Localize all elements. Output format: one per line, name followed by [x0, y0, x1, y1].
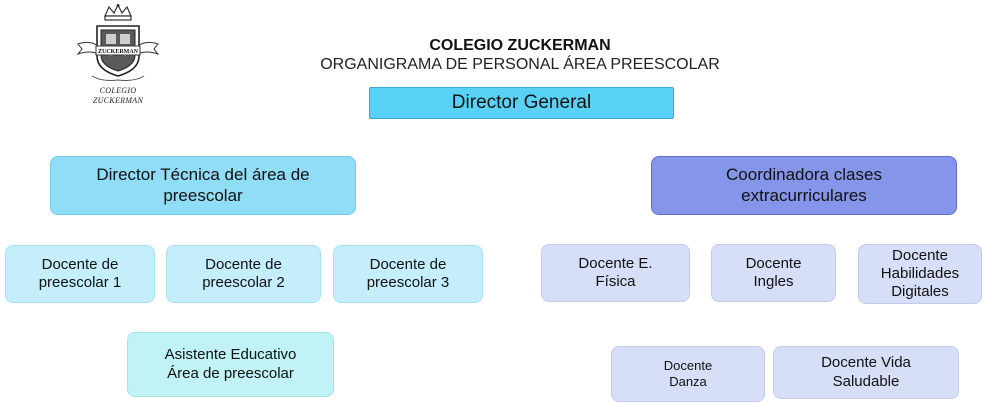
page-title: COLEGIO ZUCKERMAN: [429, 37, 611, 54]
node-coordinadora: Coordinadora clases extracurriculares: [651, 156, 957, 215]
node-director-tecnica-label: Director Técnica del área de preescolar: [96, 164, 310, 205]
node-docente-danza: Docente Danza: [611, 346, 765, 402]
logo-banner-text: ZUCKERMAN: [98, 49, 139, 55]
node-coordinadora-label: Coordinadora clases extracurriculares: [726, 164, 882, 205]
node-docente-preescolar-3-label: Docente de preescolar 3: [366, 255, 450, 291]
node-docente-ed-fisica: Docente E. Física: [541, 244, 690, 302]
node-docente-vida-saludable: Docente Vida Saludable: [773, 346, 959, 399]
node-docente-habilidades-digitales-label: Docente Habilidades Digitales: [880, 246, 960, 301]
node-docente-ingles-label: Docente Ingles: [745, 254, 802, 290]
node-director-tecnica: Director Técnica del área de preescolar: [50, 156, 356, 215]
node-docente-preescolar-2-label: Docente de preescolar 2: [202, 255, 285, 291]
node-director-general-label: Director General: [451, 92, 592, 114]
node-docente-vida-saludable-label: Docente Vida Saludable: [821, 354, 911, 390]
school-crest-icon: ZUCKERMAN: [76, 4, 160, 81]
page-subtitle: ORGANIGRAMA DE PERSONAL ÁREA PREESCOLAR: [320, 56, 720, 73]
node-docente-preescolar-1: Docente de preescolar 1: [5, 245, 155, 303]
logo-text: COLEGIO ZUCKERMAN: [92, 86, 144, 105]
node-docente-danza-label: Docente Danza: [663, 358, 713, 389]
node-asistente-educativo-label: Asistente Educativo Área de preescolar: [164, 346, 297, 382]
node-docente-preescolar-2: Docente de preescolar 2: [166, 245, 321, 303]
school-logo: ZUCKERMAN: [72, 4, 164, 116]
node-docente-ed-fisica-label: Docente E. Física: [578, 254, 653, 290]
node-docente-preescolar-1-label: Docente de preescolar 1: [38, 255, 122, 291]
node-director-general: Director General: [369, 87, 674, 119]
node-docente-habilidades-digitales: Docente Habilidades Digitales: [858, 244, 982, 304]
node-docente-ingles: Docente Ingles: [711, 244, 836, 302]
node-docente-preescolar-3: Docente de preescolar 3: [333, 245, 483, 303]
node-asistente-educativo: Asistente Educativo Área de preescolar: [127, 332, 334, 397]
